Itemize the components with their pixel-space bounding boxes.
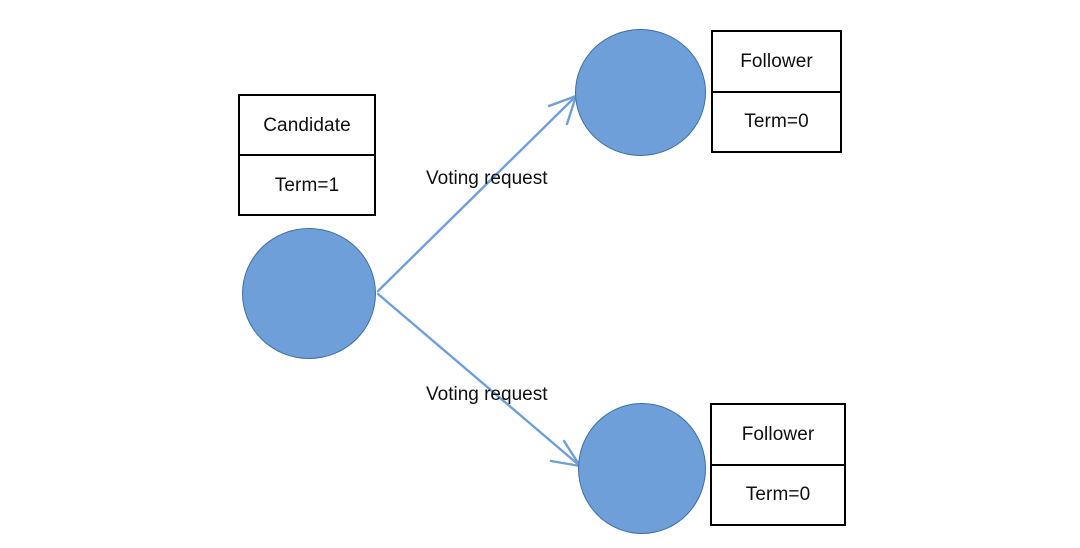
edge-label-voting-request-bottom: Voting request: [426, 384, 548, 405]
edge-bottom-arrowhead: [549, 439, 582, 468]
follower-bottom-term-label: Term=0: [745, 484, 811, 506]
follower-bottom-role-label: Follower: [712, 405, 844, 466]
edge-bottom-voting-request: [376, 292, 582, 468]
edge-bottom-line: [376, 292, 582, 468]
edge-label-voting-request-top: Voting request: [426, 168, 548, 189]
candidate-term-label: Term=1: [274, 174, 340, 196]
edge-top-arrowhead: [547, 94, 578, 126]
node-circle-candidate[interactable]: [242, 228, 376, 359]
info-box-follower-bottom: Follower Term=0: [710, 403, 846, 526]
follower-top-term-label: Term=0: [744, 111, 809, 133]
node-circle-follower-top[interactable]: [575, 29, 706, 156]
follower-top-role-label: Follower: [713, 32, 840, 93]
candidate-role-label: Candidate: [240, 96, 374, 156]
info-box-follower-top: Follower Term=0: [711, 30, 842, 153]
node-circle-follower-bottom[interactable]: [578, 403, 706, 534]
edge-top-voting-request: [376, 94, 578, 293]
edge-top-line: [376, 94, 578, 293]
info-box-candidate: Candidate Term=1: [238, 94, 376, 216]
